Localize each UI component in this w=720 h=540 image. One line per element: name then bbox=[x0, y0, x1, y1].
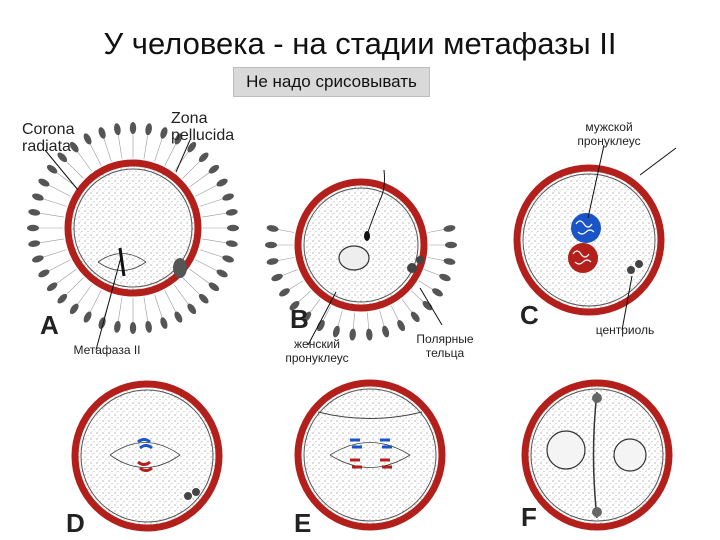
panel-label-e: E bbox=[294, 508, 311, 539]
female-pronucleus-blob bbox=[568, 243, 598, 273]
panel-label-c: C bbox=[520, 300, 539, 331]
male-pronucleus-label: мужской пронуклеус bbox=[563, 120, 655, 148]
panel-d-egg bbox=[75, 384, 219, 528]
panel-label-b: B bbox=[290, 304, 309, 335]
panel-label-d: D bbox=[66, 508, 85, 539]
polar-body-a bbox=[173, 258, 187, 278]
polar-body-b2 bbox=[416, 256, 424, 264]
female-pronucleus bbox=[339, 246, 369, 270]
polar-bodies-label: Полярные тельца bbox=[410, 332, 480, 360]
panel-f-egg bbox=[525, 383, 669, 527]
female-pronucleus-label: женский пронуклеус bbox=[280, 337, 354, 365]
zona-pellucida-label: Zona pellucida bbox=[171, 110, 251, 144]
polar-body-b1 bbox=[407, 263, 417, 273]
panel-label-f: F bbox=[521, 502, 537, 533]
corona-radiata-label: Corona radiata bbox=[22, 121, 86, 155]
metaphase-ii-label: Метафаза II bbox=[62, 343, 152, 357]
polar-body-c2 bbox=[635, 260, 643, 268]
male-pronucleus-blob bbox=[571, 213, 601, 243]
centriole-label: центриоль bbox=[590, 323, 660, 337]
polar-body-c1 bbox=[627, 266, 635, 274]
panel-c-egg bbox=[517, 148, 676, 312]
panel-label-a: A bbox=[40, 310, 59, 341]
panel-e-egg bbox=[298, 383, 442, 527]
